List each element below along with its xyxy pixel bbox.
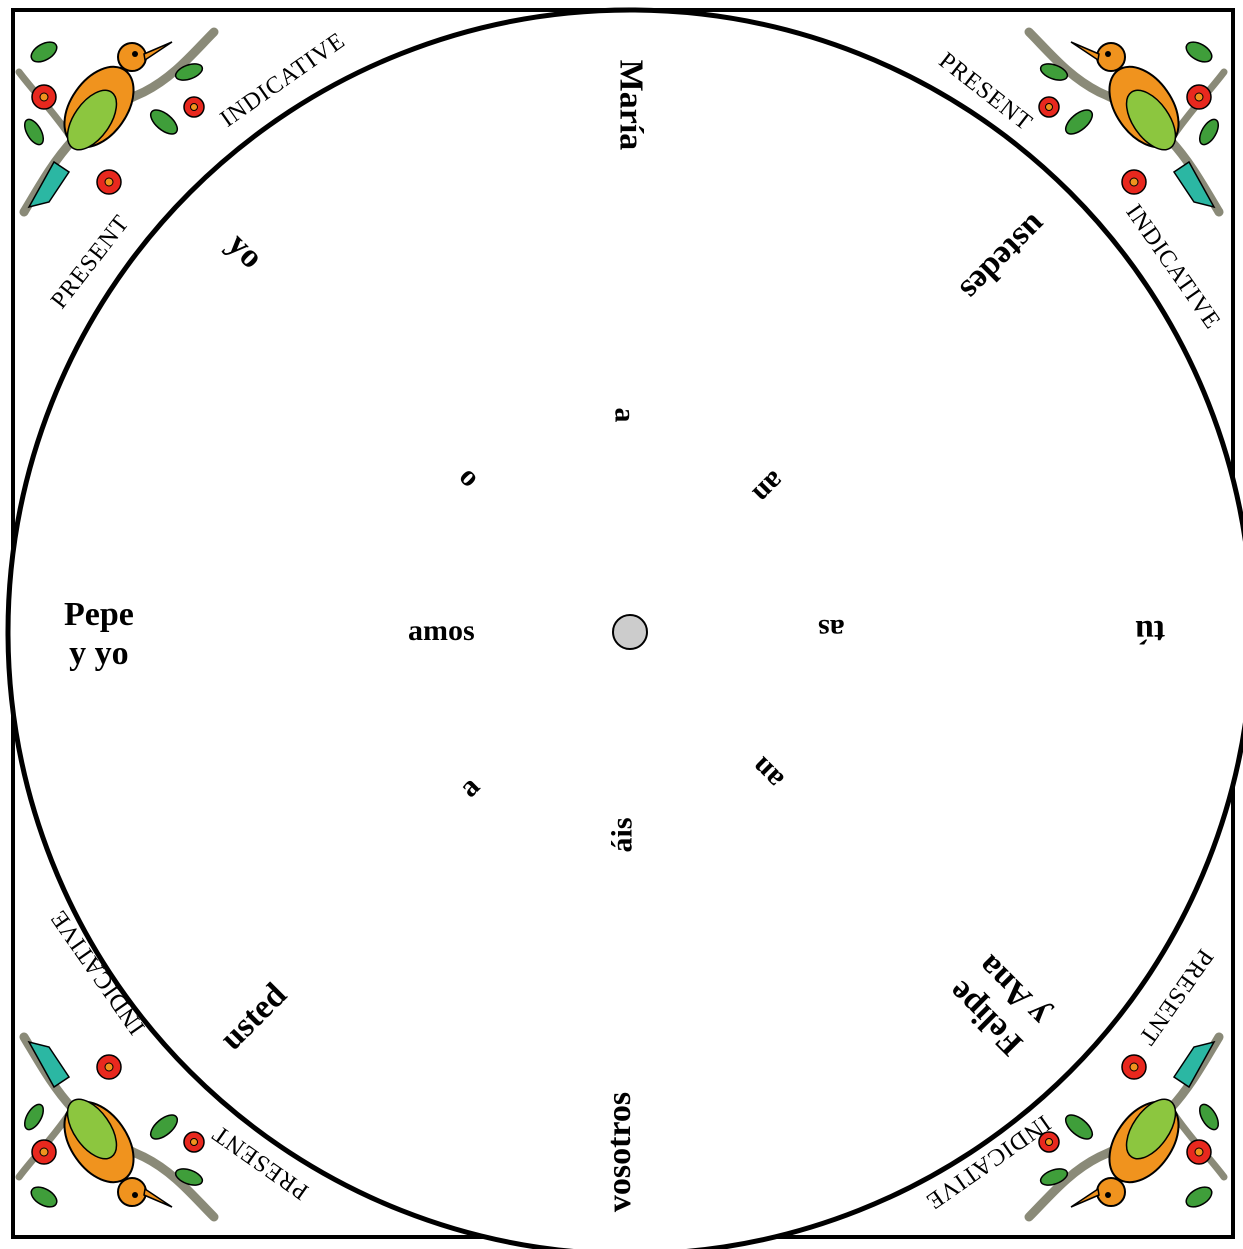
pronoun-vosotros: vosotros — [603, 1092, 637, 1212]
pronoun-pepe-y-yo: Pepe y yo — [64, 595, 134, 673]
pronoun-pepe-line1: Pepe — [64, 595, 134, 634]
center-pivot-hole — [612, 614, 648, 650]
ending-pepe: amos — [408, 616, 475, 646]
bird-illustration-top-left — [19, 32, 214, 212]
ending-maria: a — [610, 408, 640, 423]
ending-vosotros: áis — [608, 817, 638, 852]
ending-tu: as — [818, 614, 845, 644]
pronoun-tu: tú — [1135, 614, 1165, 648]
pronoun-pepe-line2: y yo — [64, 634, 134, 673]
pronoun-maria: María — [613, 60, 647, 151]
